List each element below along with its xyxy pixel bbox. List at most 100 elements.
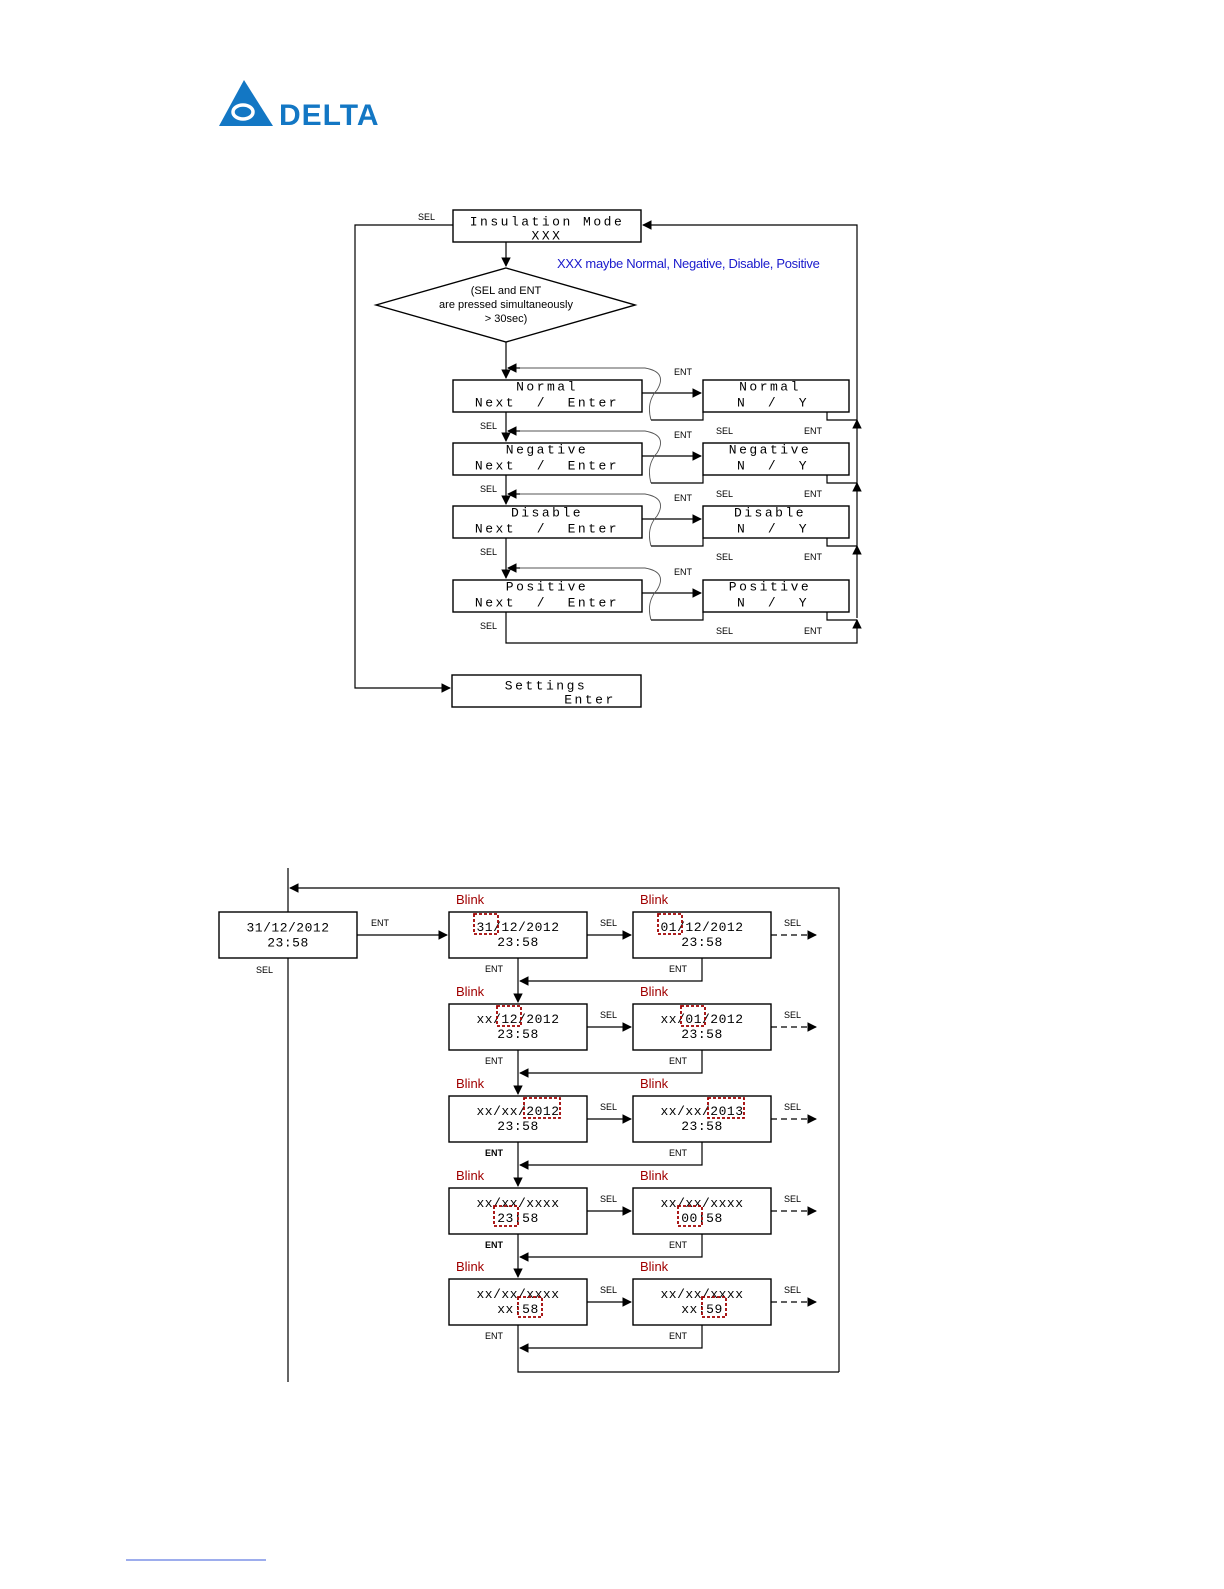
settings-enter: Enter <box>564 692 616 707</box>
sel-label: SEL <box>418 212 435 222</box>
ent-return-arrow <box>519 958 703 986</box>
time-line: xx:58 <box>497 1302 539 1317</box>
ent-label: ENT <box>804 426 823 436</box>
time-line: 00:58 <box>681 1211 723 1226</box>
time-segment: 23:58 <box>681 935 723 950</box>
delta-logo: DELTA <box>219 80 379 132</box>
date-line: xx/01/2012 <box>660 1012 743 1027</box>
blink-highlight <box>473 913 499 935</box>
sel-label: SEL <box>716 426 733 436</box>
time-line: 23:58 <box>681 1027 723 1042</box>
mode-option-next-enter: Next / Enter <box>475 395 619 410</box>
mode-confirm-ny: N / Y <box>737 458 809 473</box>
sel-label: SEL <box>716 626 733 636</box>
blink-highlight <box>701 1296 727 1318</box>
ent-return-arrow <box>519 1325 703 1353</box>
sel-label: SEL <box>600 1010 617 1020</box>
blink-label: Blink <box>456 892 485 907</box>
date-line: xx/xx/xxxx <box>476 1287 559 1302</box>
time-line: xx:59 <box>681 1302 723 1317</box>
date-segment: /2012 <box>518 1012 560 1027</box>
blink-highlight <box>517 1296 543 1318</box>
sel-label: SEL <box>784 1010 801 1020</box>
return-arrow-to-top <box>642 220 858 618</box>
mode-option-box <box>452 579 643 613</box>
insulation-mode-value: XXX <box>532 228 563 243</box>
time-segment: :58 <box>698 1211 723 1226</box>
date-line: xx/xx/xxxx <box>476 1196 559 1211</box>
time-segment: 23:58 <box>497 1027 539 1042</box>
sel-label: SEL <box>784 918 801 928</box>
ent-label: ENT <box>485 1331 504 1341</box>
ent-path <box>826 538 857 547</box>
mode-confirm-box <box>702 379 850 413</box>
ent-label: ENT <box>485 964 504 974</box>
sel-loop-to-settings <box>354 224 453 693</box>
ent-label: ENT <box>669 1056 688 1066</box>
blink-label: Blink <box>456 1259 485 1274</box>
ent-return-arrow <box>519 1234 703 1262</box>
time-segment: :58 <box>514 1211 539 1226</box>
blink-highlight <box>657 913 683 935</box>
ent-label: ENT <box>669 1148 688 1158</box>
date-segment: xx/xx/xxxx <box>660 1287 743 1302</box>
condition-line-3: > 30sec) <box>485 313 528 325</box>
settings-box <box>451 674 642 708</box>
bottom-return-line <box>517 1325 839 1373</box>
start-datetime-box <box>218 911 358 959</box>
datetime-display-box <box>448 1095 588 1143</box>
sel-down-label: SEL <box>480 547 497 557</box>
date-segment: 12 <box>501 1012 518 1027</box>
sel-label: SEL <box>784 1194 801 1204</box>
date-line: 01/12/2012 <box>660 920 743 935</box>
blink-highlight <box>677 1205 703 1227</box>
ent-label: ENT <box>674 567 693 577</box>
time-segment: 00 <box>681 1211 698 1226</box>
blink-label: Blink <box>640 1076 669 1091</box>
ent-label: ENT <box>804 489 823 499</box>
sel-path <box>651 612 704 621</box>
date-line: 31/12/2012 <box>476 920 559 935</box>
mode-option-name: Negative <box>506 442 588 457</box>
date-segment: /12/2012 <box>677 920 743 935</box>
time-line: 23:58 <box>497 1211 539 1226</box>
condition-line-2: are pressed simultaneously <box>439 299 573 311</box>
date-segment: 31 <box>476 920 493 935</box>
datetime-display-box <box>632 911 772 959</box>
mode-option-next-enter: Next / Enter <box>475 521 619 536</box>
blink-label: Blink <box>640 1259 669 1274</box>
ent-label: ENT <box>669 1331 688 1341</box>
ent-label: ENT <box>674 367 693 377</box>
mode-confirm-name: Normal <box>739 379 801 394</box>
sel-label: SEL <box>784 1102 801 1112</box>
mode-option-name: Positive <box>506 579 588 594</box>
date-segment: 01 <box>685 1012 702 1027</box>
insulation-mode-flowchart: Insulation Mode XXX SEL XXX maybe Normal… <box>354 209 862 708</box>
date-line: xx/xx/xxxx <box>660 1287 743 1302</box>
time-segment: 23:58 <box>681 1027 723 1042</box>
mode-confirm-box <box>702 579 850 613</box>
date-segment: /12/2012 <box>493 920 559 935</box>
ent-label: ENT <box>669 964 688 974</box>
sel-label: SEL <box>784 1285 801 1295</box>
mode-confirm-name: Negative <box>729 442 811 457</box>
delta-swirl-icon <box>231 103 255 121</box>
start-date: 31/12/2012 <box>246 920 329 935</box>
time-line: 23:58 <box>497 935 539 950</box>
time-segment: xx: <box>681 1302 706 1317</box>
sel-label: SEL <box>716 552 733 562</box>
sel-down-label: SEL <box>480 421 497 431</box>
sel-back-curve <box>508 493 661 547</box>
date-segment: xx/ <box>660 1012 685 1027</box>
ent-path <box>826 612 857 621</box>
mode-option-box <box>452 379 643 413</box>
time-segment: 58 <box>522 1302 539 1317</box>
date-segment: xx/xx/xxxx <box>660 1196 743 1211</box>
blink-label: Blink <box>456 1168 485 1183</box>
sel-back-curve <box>508 430 661 484</box>
time-segment: xx: <box>497 1302 522 1317</box>
